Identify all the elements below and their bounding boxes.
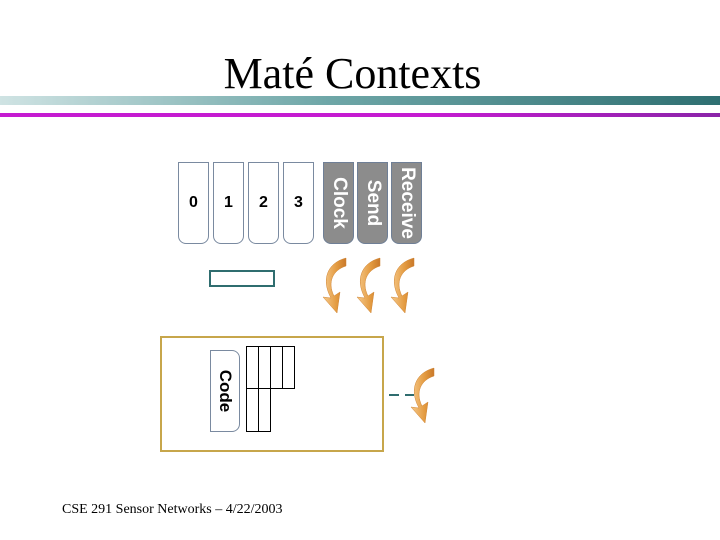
send-arrow-icon — [357, 258, 380, 313]
code-arrow-icon — [411, 368, 434, 423]
clock-arrow-icon — [323, 258, 346, 313]
receive-arrow-icon — [391, 258, 414, 313]
slide-footer: CSE 291 Sensor Networks – 4/22/2003 — [62, 502, 283, 518]
